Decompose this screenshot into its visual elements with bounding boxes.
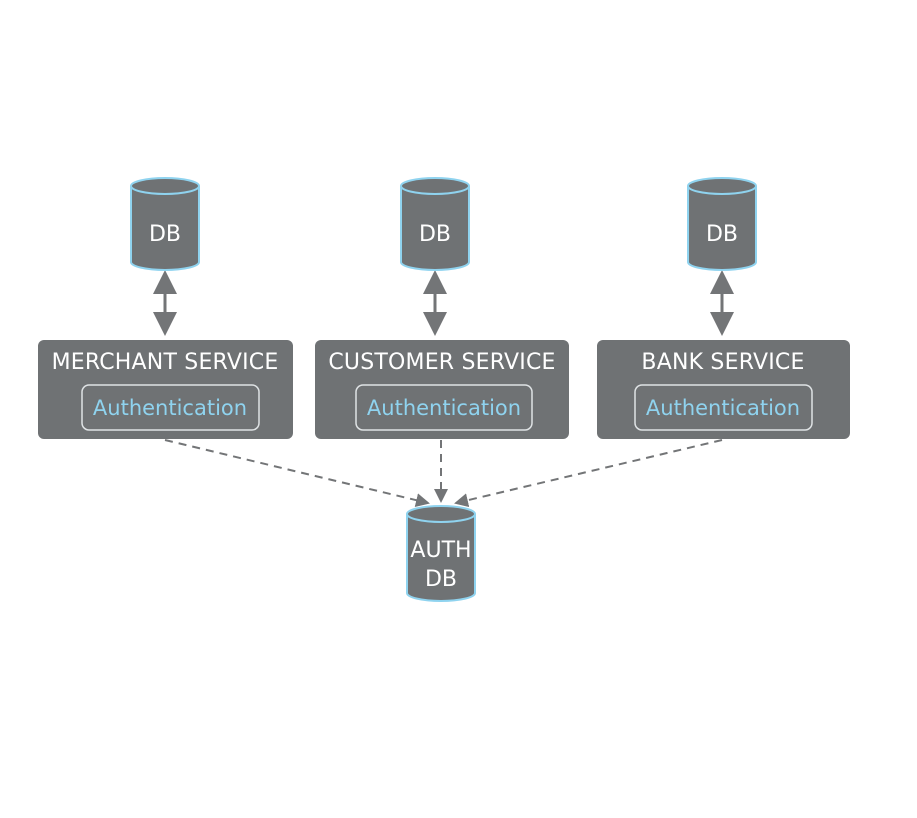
merchant-auth-connector (164, 439, 430, 508)
customer-service-title: CUSTOMER SERVICE (328, 350, 555, 375)
auth-db-label-line2: DB (425, 567, 457, 592)
merchant-auth-label: Authentication (93, 396, 247, 420)
merchant-service-box: MERCHANT SERVICE Authentication (38, 340, 293, 439)
merchant-auth-component (81, 384, 260, 431)
db-connectors (153, 270, 734, 336)
customer-service-box: CUSTOMER SERVICE Authentication (315, 340, 569, 439)
bank-auth-label: Authentication (646, 396, 800, 420)
merchant-service-title: MERCHANT SERVICE (52, 350, 279, 375)
bank-db-cylinder: DB (687, 177, 757, 271)
customer-db-cylinder: DB (400, 177, 470, 271)
auth-db-label-line1: AUTH (410, 538, 471, 563)
auth-connectors (164, 439, 723, 508)
merchant-db-label: DB (149, 222, 181, 247)
customer-auth-label: Authentication (367, 396, 521, 420)
bank-db-label: DB (706, 222, 738, 247)
bank-service-box: BANK SERVICE Authentication (597, 340, 850, 439)
bank-auth-component (634, 384, 813, 431)
bank-auth-connector (454, 439, 723, 508)
customer-auth-component (355, 384, 533, 431)
merchant-db-cylinder: DB (130, 177, 200, 271)
auth-db-cylinder: AUTH DB (406, 505, 476, 602)
bank-service-title: BANK SERVICE (641, 350, 804, 375)
customer-db-label: DB (419, 222, 451, 247)
